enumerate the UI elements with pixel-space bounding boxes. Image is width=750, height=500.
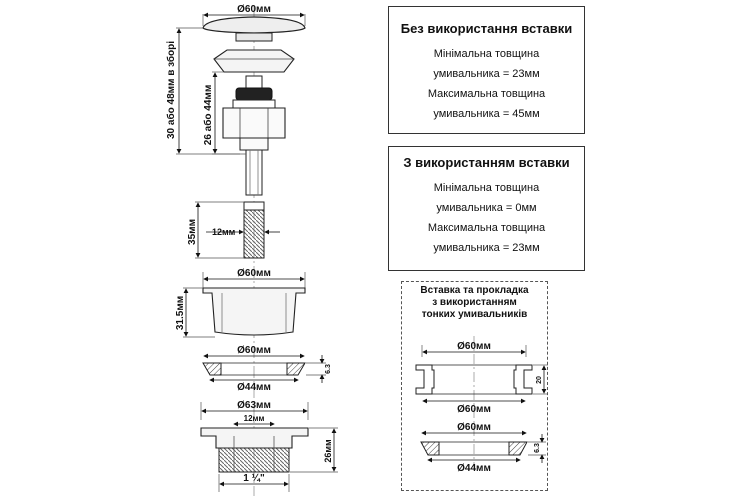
total-height-label: 30 або 48мм в зборі xyxy=(165,41,177,139)
insert-height-label: 20 xyxy=(536,376,543,384)
no-insert-line-2: умивальника = 23мм xyxy=(433,68,540,80)
outlet-body xyxy=(200,427,309,473)
no-insert-line-3: Максимальна товщина xyxy=(427,88,546,100)
thin-basin-title-3: тонких умивальників xyxy=(421,309,528,320)
plug-cap xyxy=(202,16,306,42)
insert-part xyxy=(415,364,533,395)
with-insert-line-4: умивальника = 23мм xyxy=(433,242,540,254)
gasket-bottom-label: Ø44мм xyxy=(237,382,271,393)
insert-top-label: Ø60мм xyxy=(457,341,491,352)
outlet-inner-label: 12мм xyxy=(244,414,265,423)
box3-gasket-top-label: Ø60мм xyxy=(457,422,491,433)
cap-diameter-label: Ø60мм xyxy=(237,4,271,15)
outlet-height-label: 26мм xyxy=(323,439,333,463)
thin-basin-title-2: з використанням xyxy=(432,297,517,308)
flange-height-label: 31.5мм xyxy=(175,296,186,330)
gasket-box3 xyxy=(420,441,528,456)
gasket-thickness-label: 6.3 xyxy=(325,364,332,374)
box3-gasket-thickness-label: 6.3 xyxy=(534,443,541,453)
with-insert-line-3: Максимальна товщина xyxy=(427,222,546,234)
stem-length-label: 35мм xyxy=(187,219,198,245)
flange-diameter-label: Ø60мм xyxy=(237,268,271,279)
gasket-left xyxy=(202,362,306,376)
plug-body xyxy=(222,107,286,196)
outlet-diameter-label: Ø63мм xyxy=(237,400,271,411)
with-insert-line-2: умивальника = 0мм xyxy=(436,202,537,214)
with-insert-title: З використанням вставки xyxy=(403,155,570,170)
thin-basin-title-1: Вставка та прокладка xyxy=(420,285,529,296)
no-insert-line-4: умивальника = 45мм xyxy=(433,108,540,120)
with-insert-line-1: Мінімальна товщина xyxy=(433,182,540,194)
thin-basin-insert-box: Вставка та прокладка з використанням тон… xyxy=(401,281,548,491)
with-insert-box: З використанням вставки Мінімальна товщи… xyxy=(388,146,585,271)
cone-seal xyxy=(213,49,295,73)
body-height-label: 26 або 44мм xyxy=(202,85,214,145)
thread-diameter-label: 12мм xyxy=(212,227,236,237)
no-insert-box: Без використання вставки Мінімальна товщ… xyxy=(388,6,585,134)
box3-gasket-bottom-label: Ø44мм xyxy=(457,463,491,474)
gasket-top-label: Ø60мм xyxy=(237,345,271,356)
no-insert-line-1: Мінімальна товщина xyxy=(433,48,540,60)
no-insert-title: Без використання вставки xyxy=(400,21,573,36)
insert-bottom-label: Ø60мм xyxy=(457,404,491,415)
flange-body xyxy=(202,287,306,336)
threaded-stem xyxy=(243,201,265,259)
outlet-thread-label: 1 ¼" xyxy=(243,473,265,484)
spring-mechanism xyxy=(232,75,276,109)
